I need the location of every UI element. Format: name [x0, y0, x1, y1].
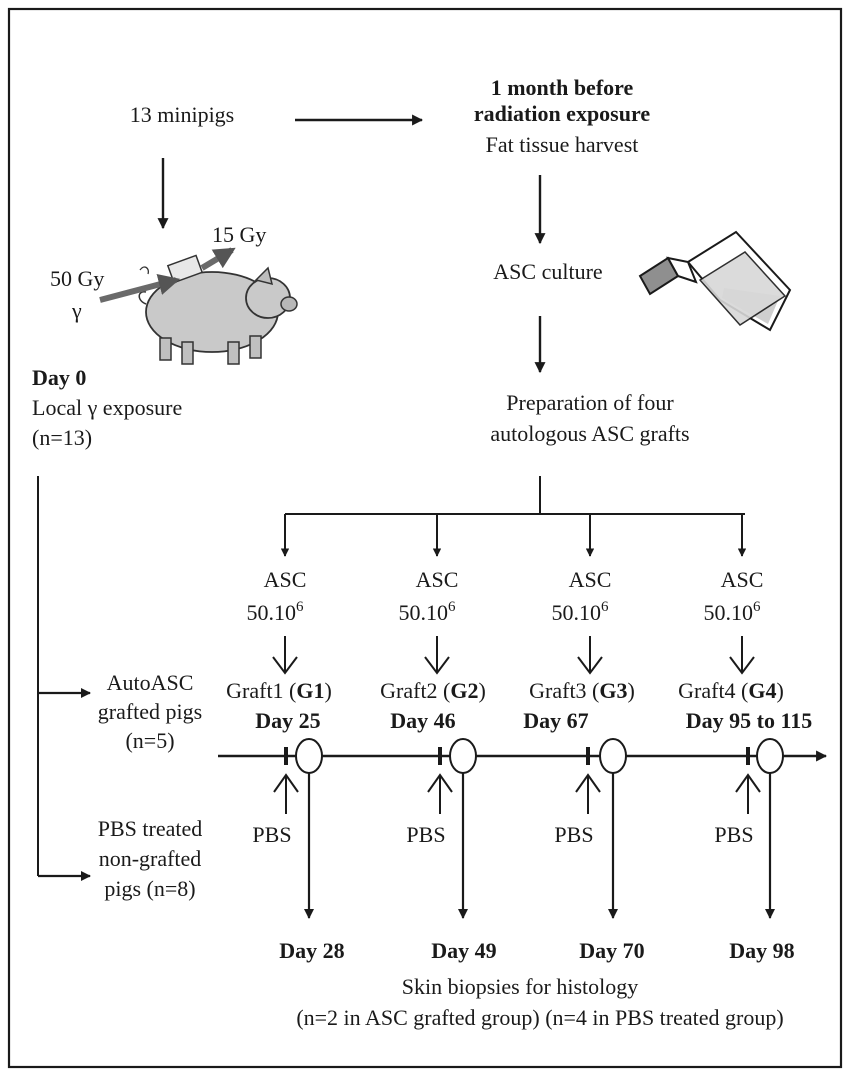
month-before-line1: 1 month before [491, 75, 634, 100]
asc-dose-4: 50.106 [704, 599, 762, 625]
graft-code-1: G1 [296, 678, 324, 703]
asc-dose-1: 50.106 [247, 599, 305, 625]
asc-label-4: ASC [721, 567, 764, 592]
day0-title: Day 0 [32, 365, 86, 390]
day0-line2: (n=13) [32, 425, 92, 450]
graft-day-2: Day 46 [390, 708, 455, 733]
graft-day-1: Day 25 [255, 708, 320, 733]
radiation-beam-15gy [200, 247, 236, 271]
asc-dose-exponent-4: 6 [753, 599, 761, 615]
pbs-label-1: PBS [252, 822, 291, 847]
graft-code-4: G4 [748, 678, 776, 703]
graft-suffix-4: ) [777, 678, 784, 703]
minipigs-label: 13 minipigs [130, 102, 235, 127]
pbs-arrow-2 [427, 773, 453, 814]
asc-dose-base-4: 50.10 [704, 600, 754, 625]
day0-line1: Local γ exposure [32, 395, 182, 420]
asc-dose-3: 50.106 [552, 599, 610, 625]
asc-culture-label: ASC culture [493, 259, 602, 284]
asc-dose-base-2: 50.10 [399, 600, 449, 625]
asc-group-line1: AutoASC [107, 670, 194, 695]
biopsy-day-1: Day 28 [279, 938, 344, 963]
graft-suffix-2: ) [479, 678, 486, 703]
asc-label-1: ASC [264, 567, 307, 592]
dose-15gy-label: 15 Gy [212, 222, 266, 247]
graft-prefix-2: Graft2 ( [380, 678, 450, 703]
biopsy-day-4: Day 98 [729, 938, 794, 963]
graft-code-2: G2 [450, 678, 478, 703]
preparation-line2: autologous ASC grafts [490, 421, 689, 446]
biopsy-circle-4 [756, 738, 784, 774]
footer-line1: Skin biopsies for histology [402, 974, 639, 999]
graft-prefix-1: Graft1 ( [226, 678, 296, 703]
radiation-beam-50gy [99, 273, 181, 303]
asc-group-line3: (n=5) [125, 728, 174, 753]
graft-label-2: Graft2 (G2) [380, 678, 486, 703]
asc-dose-base-3: 50.10 [552, 600, 602, 625]
graft-code-3: G3 [599, 678, 627, 703]
graft-day-4: Day 95 to 115 [686, 708, 813, 733]
fat-tissue-harvest-label: Fat tissue harvest [486, 132, 639, 157]
gamma-symbol: γ [71, 298, 82, 323]
footer-line2: (n=2 in ASC grafted group) (n=4 in PBS t… [296, 1005, 783, 1030]
pbs-group-line3: pigs (n=8) [104, 876, 195, 901]
graft-prefix-4: Graft4 ( [678, 678, 748, 703]
graft-suffix-3: ) [628, 678, 635, 703]
pbs-arrow-4 [735, 773, 761, 814]
asc-dose-2: 50.106 [399, 599, 457, 625]
pbs-label-4: PBS [714, 822, 753, 847]
asc-label-3: ASC [569, 567, 612, 592]
dose-50gy-label: 50 Gy [50, 266, 104, 291]
asc-dose-exponent-1: 6 [296, 599, 304, 615]
outer-frame [7, 7, 843, 1069]
graft-prefix-3: Graft3 ( [529, 678, 599, 703]
pbs-label-2: PBS [406, 822, 445, 847]
asc-dose-exponent-3: 6 [601, 599, 609, 615]
asc-dose-exponent-2: 6 [448, 599, 456, 615]
asc-label-2: ASC [416, 567, 459, 592]
graft-open-arrow-1 [272, 636, 298, 675]
preparation-line1: Preparation of four [506, 390, 674, 415]
graft-day-3: Day 67 [523, 708, 588, 733]
graft-label-1: Graft1 (G1) [226, 678, 332, 703]
graft-label-3: Graft3 (G3) [529, 678, 635, 703]
graft-open-arrow-3 [577, 636, 603, 675]
biopsy-circle-2 [449, 738, 477, 774]
biopsy-day-3: Day 70 [579, 938, 644, 963]
pbs-arrow-1 [273, 773, 299, 814]
graft-open-arrow-4 [729, 636, 755, 675]
pbs-group-line2: non-grafted [99, 846, 202, 871]
biopsy-day-2: Day 49 [431, 938, 496, 963]
asc-dose-base-1: 50.10 [247, 600, 297, 625]
culture-flask-icon [638, 230, 792, 332]
pbs-group-line1: PBS treated [98, 816, 203, 841]
graft-open-arrow-2 [424, 636, 450, 675]
pbs-arrow-3 [575, 773, 601, 814]
month-before-line2: radiation exposure [474, 101, 650, 126]
graft-label-4: Graft4 (G4) [678, 678, 784, 703]
biopsy-circle-1 [295, 738, 323, 774]
biopsy-circle-3 [599, 738, 627, 774]
minipig-illustration [138, 254, 298, 365]
asc-group-line2: grafted pigs [98, 699, 202, 724]
pbs-label-3: PBS [554, 822, 593, 847]
graft-suffix-1: ) [325, 678, 332, 703]
